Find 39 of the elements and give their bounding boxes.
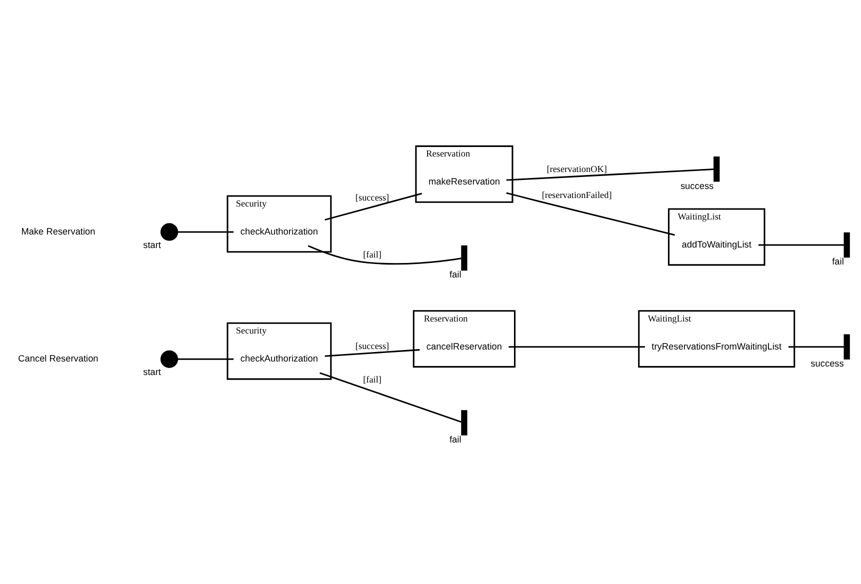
node-circle — [160, 350, 178, 368]
node-text: makeReservation — [428, 176, 500, 186]
node-text: tryReservationsFromWaitingList — [652, 340, 782, 351]
connector — [758, 244, 844, 246]
connector — [308, 244, 462, 264]
node-text: checkAuthorization — [240, 226, 318, 236]
node-label: fail — [450, 434, 462, 444]
node-text: cancelReservation — [426, 340, 502, 351]
edge-label: [fail] — [363, 249, 382, 260]
node-label: start — [143, 366, 161, 376]
node-box — [844, 232, 850, 258]
connector — [178, 358, 234, 360]
node-box — [714, 156, 720, 182]
edge-label: [success] — [355, 340, 390, 350]
node-label: start — [143, 239, 161, 250]
connector — [324, 348, 420, 356]
connector — [788, 346, 844, 348]
connector — [508, 346, 645, 348]
label: Cancel Reservation — [18, 353, 98, 364]
connector — [506, 168, 714, 180]
node-box — [461, 410, 468, 435]
node-box — [461, 244, 468, 270]
node-label: success — [680, 180, 714, 190]
node-label: fail — [832, 256, 844, 266]
connector — [320, 372, 462, 422]
node-box — [844, 334, 850, 360]
node-circle — [160, 222, 178, 240]
edge-label: [reservationOK] — [546, 163, 607, 174]
connector — [324, 192, 422, 220]
edge-label: [reservationFailed] — [542, 189, 612, 200]
node-label: success — [810, 358, 844, 368]
node-text: checkAuthorization — [240, 353, 318, 364]
edge-label: [success] — [355, 192, 390, 202]
edge-label: [fail] — [363, 374, 382, 384]
label: Make Reservation — [21, 226, 96, 236]
node-label: fail — [450, 269, 462, 280]
connector — [178, 230, 234, 232]
node-text: addToWaitingList — [682, 238, 752, 249]
connector — [506, 192, 675, 236]
